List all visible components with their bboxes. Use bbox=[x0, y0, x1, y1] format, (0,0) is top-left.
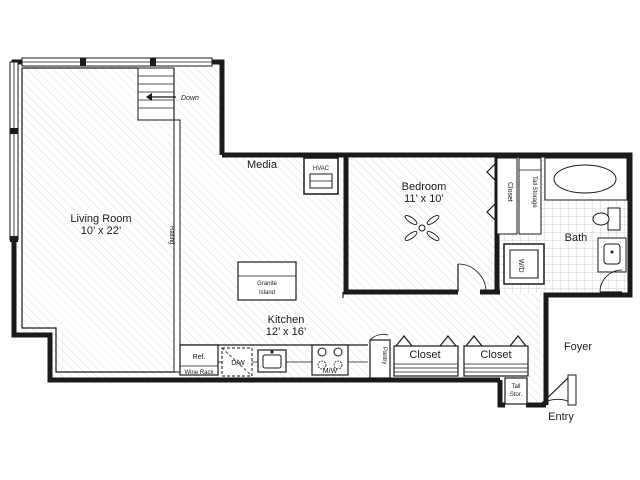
kitchen-size: 12’ x 16’ bbox=[266, 326, 307, 338]
bedroom-size: 11’ x 10’ bbox=[404, 193, 444, 205]
railing bbox=[173, 119, 181, 373]
foyer-label: Foyer bbox=[564, 341, 592, 353]
pantry bbox=[369, 333, 391, 379]
range-burners bbox=[311, 344, 349, 376]
ref-label: Ref. bbox=[193, 354, 206, 361]
entry-door bbox=[539, 374, 577, 406]
granite-label: Granite bbox=[257, 281, 277, 287]
bath-label: Bath bbox=[565, 232, 588, 244]
down-label: Down bbox=[181, 95, 199, 102]
bath-door bbox=[599, 269, 623, 293]
sink-icon bbox=[257, 349, 287, 373]
kitchen-name: Kitchen bbox=[268, 314, 305, 326]
bedroom-closet-label: Closet bbox=[506, 182, 513, 202]
exterior-walls bbox=[11, 59, 633, 408]
living-room-size: 10’ x 22’ bbox=[81, 225, 122, 237]
closet-2-label: Closet bbox=[480, 349, 511, 361]
hvac-unit bbox=[303, 157, 339, 195]
railing-label: Railing bbox=[168, 226, 174, 244]
washer-dryer bbox=[503, 243, 545, 285]
bedroom-closet bbox=[486, 157, 518, 235]
closet-1-label: Closet bbox=[409, 349, 440, 361]
dishwasher bbox=[221, 347, 253, 377]
mw-label: M/W bbox=[323, 368, 338, 375]
living-room-name: Living Room bbox=[70, 213, 131, 225]
ceiling-fan-icon bbox=[404, 215, 440, 241]
refrigerator bbox=[179, 344, 219, 376]
bath-vanity bbox=[597, 237, 627, 273]
tall-stor-foyer bbox=[504, 377, 528, 405]
hvac-label: HVAC bbox=[313, 166, 330, 172]
closet-1 bbox=[393, 335, 459, 377]
media-label: Media bbox=[247, 159, 278, 171]
tall-stor-label-1: Tall bbox=[511, 384, 520, 390]
stairs bbox=[137, 67, 175, 121]
entry-label: Entry bbox=[548, 411, 574, 423]
tall-storage-label: Tall Storage bbox=[531, 176, 537, 208]
granite-island bbox=[237, 261, 297, 301]
tall-storage bbox=[518, 157, 542, 235]
window-left bbox=[9, 61, 19, 242]
bedroom-name: Bedroom bbox=[402, 181, 447, 193]
tall-stor-label-2: Stor. bbox=[510, 392, 523, 398]
living-room-edge bbox=[21, 67, 176, 373]
pantry-label: Pantry bbox=[381, 347, 387, 364]
wine-rack-label: Wine Rack bbox=[184, 370, 214, 376]
toilet bbox=[592, 207, 621, 231]
closet-2 bbox=[463, 335, 529, 377]
island-label: Island bbox=[259, 290, 275, 296]
bathtub bbox=[544, 157, 628, 201]
window-top bbox=[21, 57, 213, 67]
wd-label: W/D bbox=[517, 259, 524, 273]
dw-label: D/W bbox=[231, 360, 245, 367]
down-arrow-icon bbox=[146, 93, 176, 101]
bedroom-door bbox=[457, 263, 487, 293]
